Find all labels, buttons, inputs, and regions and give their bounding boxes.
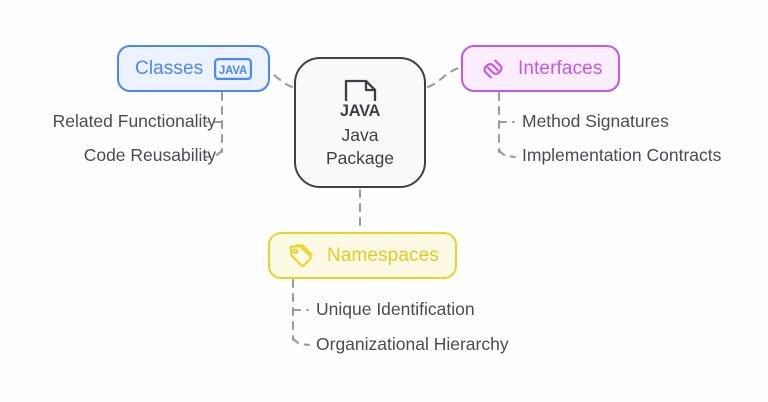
center-node-title-line2: Package bbox=[325, 148, 395, 168]
java-badge-icon: JAVA bbox=[214, 57, 253, 80]
edge-namespaces-leaf-2 bbox=[291, 336, 311, 347]
leaf-label-method-signatures: Method Signatures bbox=[522, 111, 669, 131]
branch-node-namespaces-label: Namespaces bbox=[327, 244, 439, 266]
leaf-label-code-reusability: Code Reusability bbox=[83, 145, 216, 165]
leaf-label-related-functionality: Related Functionality bbox=[52, 111, 216, 131]
tag-icon bbox=[286, 241, 316, 271]
leaf-label-unique-identification: Unique Identification bbox=[316, 299, 475, 319]
branch-node-interfaces[interactable]: Interfaces bbox=[461, 45, 621, 92]
branch-node-interfaces-label: Interfaces bbox=[518, 57, 603, 79]
branch-node-classes-label: Classes bbox=[135, 57, 204, 79]
svg-text:JAVA: JAVA bbox=[340, 102, 381, 120]
link-chain-icon bbox=[479, 55, 507, 83]
java-file-icon: JAVA bbox=[335, 73, 385, 123]
center-node-java-package[interactable]: JAVA Java Package bbox=[294, 57, 426, 188]
branch-node-classes[interactable]: Classes JAVA bbox=[117, 45, 271, 92]
svg-text:JAVA: JAVA bbox=[219, 65, 247, 77]
leaf-label-organizational-hierarchy: Organizational Hierarchy bbox=[316, 334, 509, 354]
leaf-label-implementation-contracts: Implementation Contracts bbox=[522, 145, 722, 165]
branch-node-namespaces[interactable]: Namespaces bbox=[268, 232, 457, 279]
center-node-title-line1: Java bbox=[341, 124, 379, 145]
edge-interfaces-leaf-2 bbox=[497, 148, 517, 159]
